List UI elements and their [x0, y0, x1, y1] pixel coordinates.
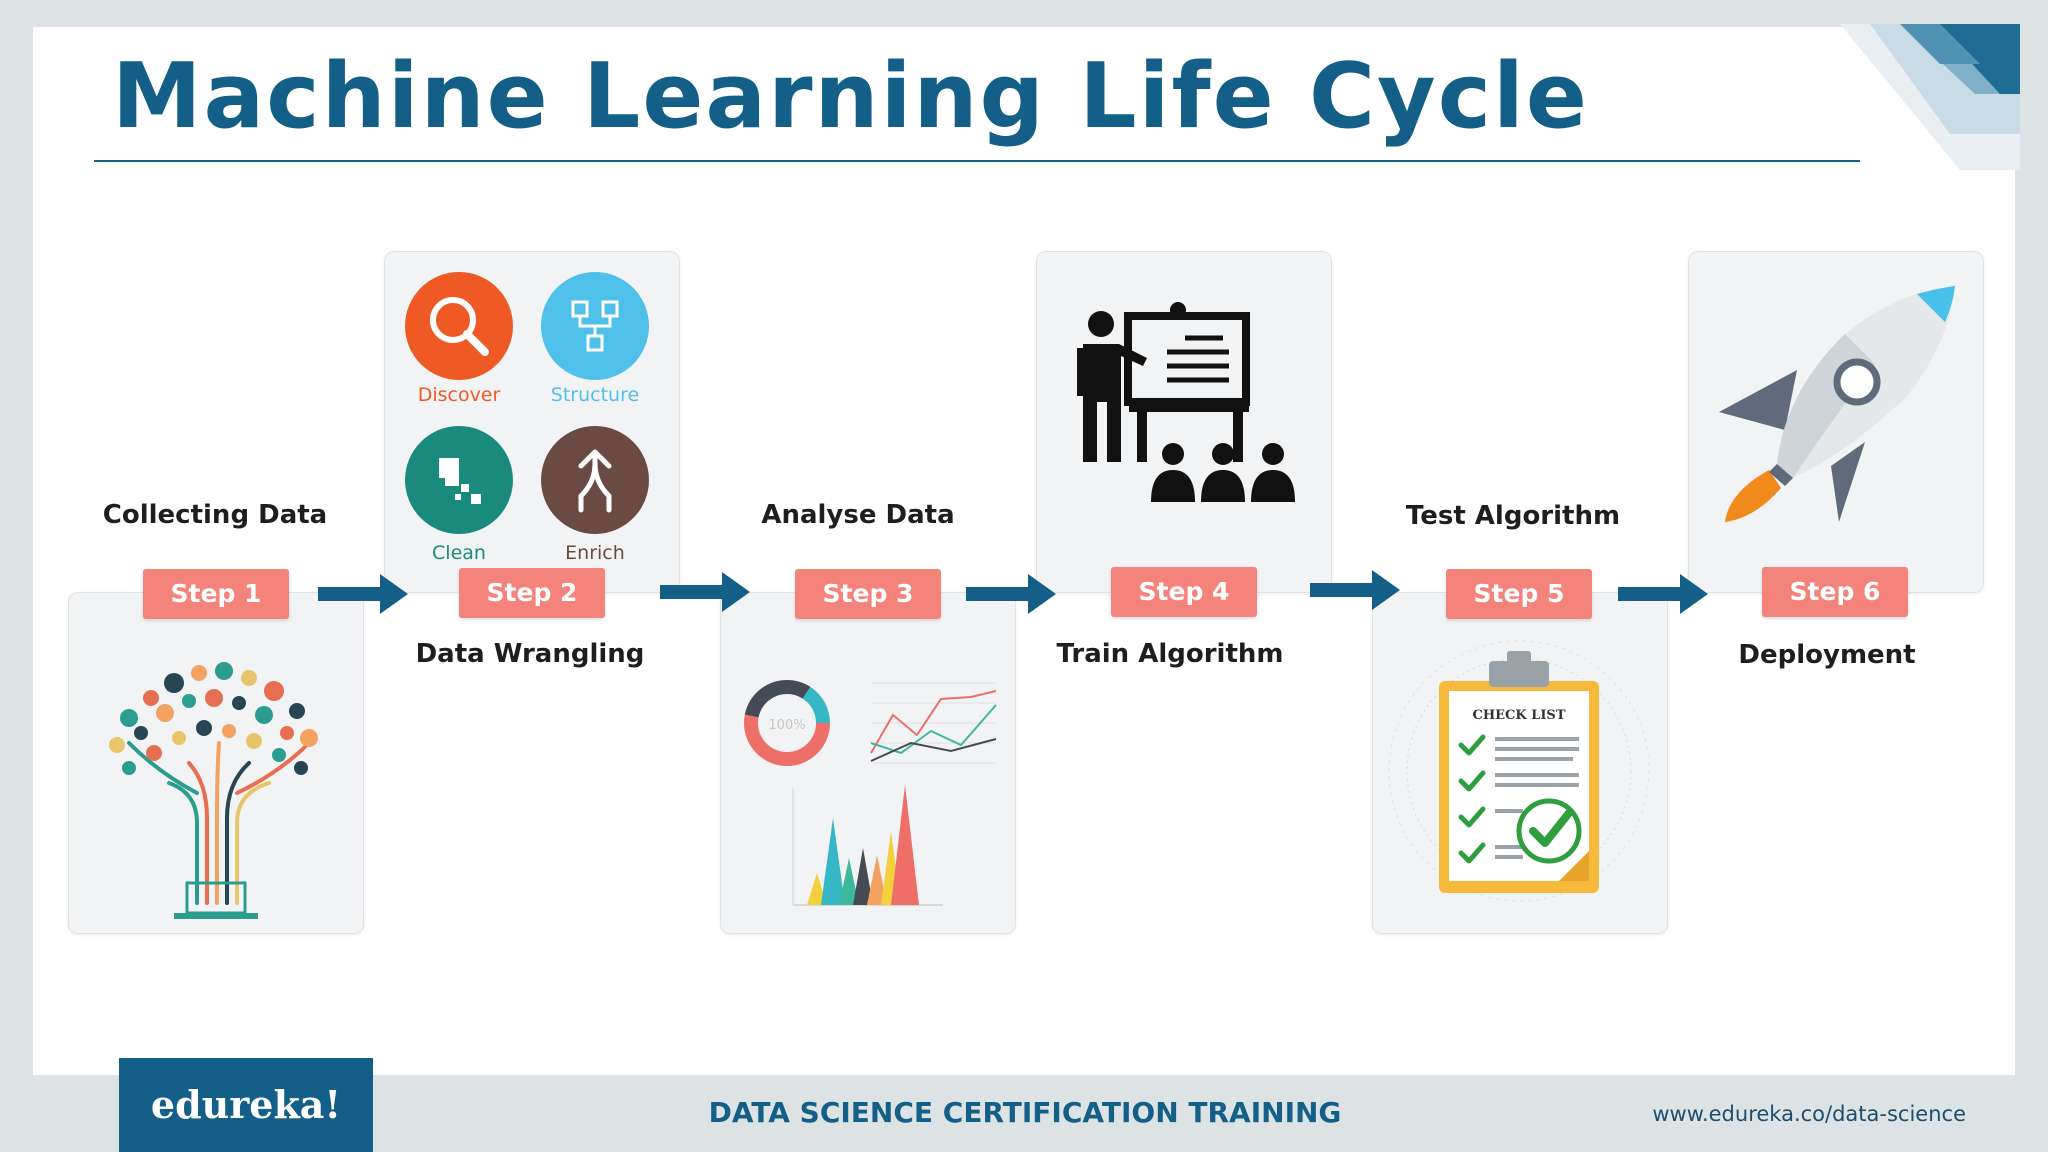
corner-decoration-icon	[1840, 24, 2020, 170]
page-title: Machine Learning Life Cycle	[112, 44, 1589, 149]
card-deployment	[1688, 251, 1984, 593]
logo: edureka!	[119, 1058, 373, 1152]
analytics-charts-icon: 100%	[744, 680, 997, 906]
phase-label-analyse-data: Analyse Data	[761, 500, 955, 530]
step-badge-2: Step 2	[459, 568, 605, 618]
clean-icon	[405, 426, 513, 534]
rocket-icon	[1719, 286, 1955, 522]
step-badge-3: Step 3	[795, 569, 941, 619]
arrow-right-icon	[1310, 570, 1400, 610]
footer-title: DATA SCIENCE CERTIFICATION TRAINING	[708, 1096, 1342, 1129]
arrow-right-icon	[966, 574, 1056, 614]
phase-label-test-algorithm: Test Algorithm	[1405, 501, 1621, 531]
step-badge-5: Step 5	[1446, 569, 1592, 619]
clean-label: Clean	[432, 542, 486, 564]
structure-label: Structure	[550, 384, 640, 406]
phase-label-collecting-data: Collecting Data	[102, 500, 328, 530]
footer-url[interactable]: www.edureka.co/data-science	[1652, 1102, 1966, 1126]
title-divider	[94, 160, 1860, 162]
data-tree-icon	[109, 662, 318, 919]
enrich-icon	[541, 426, 649, 534]
card-collecting-data	[68, 592, 364, 934]
card-analyse-data: 100%	[720, 592, 1016, 934]
card-train-algorithm	[1036, 251, 1332, 593]
discover-icon	[405, 272, 513, 380]
step-badge-4: Step 4	[1111, 567, 1257, 617]
arrow-right-icon	[660, 572, 750, 612]
step-badge-6: Step 6	[1762, 567, 1908, 617]
logo-text: edureka!	[150, 1082, 342, 1127]
arrow-right-icon	[318, 574, 408, 614]
donut-label: 100%	[768, 718, 805, 733]
checklist-clipboard-icon: CHECK LIST	[1388, 640, 1650, 902]
presentation-training-icon	[1077, 302, 1295, 502]
step-badge-1: Step 1	[143, 569, 289, 619]
card-test-algorithm: CHECK LIST	[1372, 592, 1668, 934]
phase-label-data-wrangling: Data Wrangling	[415, 639, 645, 669]
discover-label: Discover	[417, 384, 501, 406]
structure-icon	[541, 272, 649, 380]
checklist-title: CHECK LIST	[1473, 708, 1566, 723]
wrangling-icons	[405, 272, 649, 534]
phase-label-train-algorithm: Train Algorithm	[1056, 639, 1284, 669]
phase-label-deployment: Deployment	[1738, 640, 1916, 670]
arrow-right-icon	[1618, 574, 1708, 614]
card-data-wrangling: Discover Structure Clean Enrich	[384, 251, 680, 593]
enrich-label: Enrich	[565, 542, 625, 564]
